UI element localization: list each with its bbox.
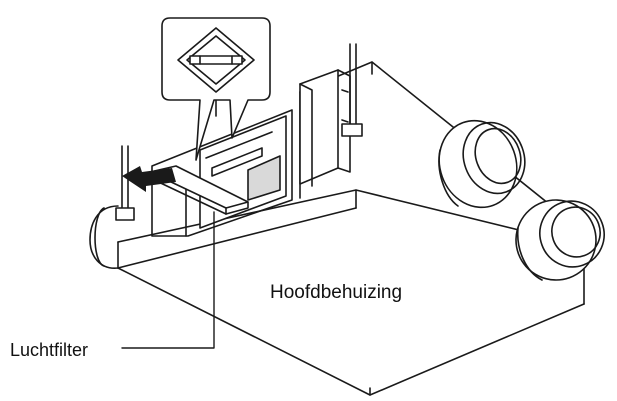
pull-arrow <box>122 166 176 192</box>
air-filter <box>149 165 249 215</box>
diamond-outer <box>177 27 255 93</box>
right-duct-lower <box>515 199 605 281</box>
filter-leader-line <box>121 211 215 349</box>
right-duct-upper <box>438 119 526 209</box>
main-housing <box>117 61 585 396</box>
filter-bar-symbol <box>189 55 243 65</box>
left-duct <box>89 205 119 269</box>
main-housing-label: Hoofdbehuizing <box>270 282 403 303</box>
hanger-rods <box>115 39 363 221</box>
callout-bubble <box>161 17 271 161</box>
air-filter-label: Luchtfilter <box>10 340 89 360</box>
diamond-inner <box>186 35 246 85</box>
